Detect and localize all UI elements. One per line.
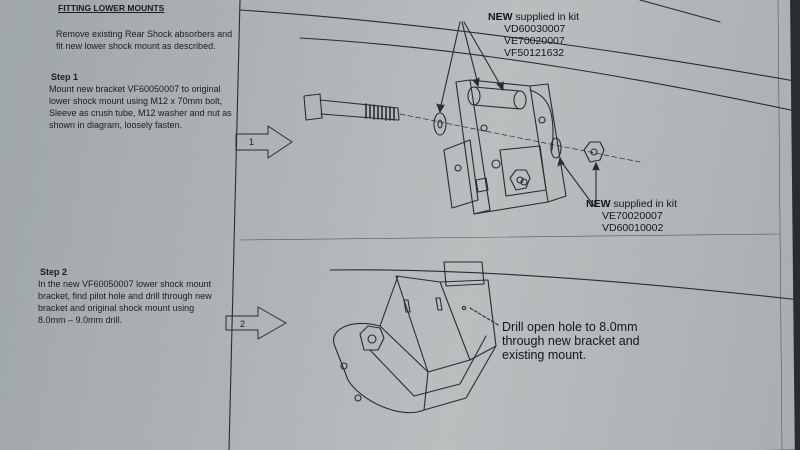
part-number: VF50121632: [504, 47, 565, 59]
bolt-head: [303, 93, 323, 121]
bolt-assembly: [303, 93, 400, 121]
step2-line: bracket, find pilot hole and drill throu…: [38, 291, 212, 301]
drill-note-line: through new bracket and: [502, 334, 640, 348]
bolt-thread: [365, 103, 395, 121]
supplied-label: supplied in kit: [512, 11, 580, 23]
nut: [509, 169, 531, 191]
section-heading: FITTING LOWER MOUNTS: [58, 3, 165, 13]
step2-arrow-label: 2: [240, 319, 246, 329]
step2-line: 8.0mm – 9.0mm drill.: [38, 315, 123, 325]
bolt-shank: [319, 99, 400, 121]
step2-line: bracket and original shock mount using: [38, 303, 195, 313]
supplied-label: supplied in kit: [610, 198, 678, 210]
callout-leader: [559, 159, 595, 207]
callout-arrowhead: [436, 103, 445, 113]
drill-note-line: Drill open hole to 8.0mm: [502, 320, 638, 334]
drill-note-line: existing mount.: [502, 348, 587, 362]
intro-line: Remove existing Rear Shock absorbers and: [56, 29, 233, 39]
step2-text: In the new VF60050007 lower shock mount …: [38, 278, 212, 326]
new-label: NEW: [586, 198, 611, 210]
step2-title: Step 2: [40, 267, 68, 277]
callout-leader: [461, 21, 479, 85]
step1-line: lower shock mount using M12 x 70mm bolt,: [49, 96, 223, 106]
callout-leader: [463, 21, 503, 89]
drill-note: Drill open hole to 8.0mm through new bra…: [502, 320, 640, 362]
callout-arrowhead: [557, 157, 565, 167]
step1-title: Step 1: [51, 72, 79, 82]
page-edge-line: [777, 0, 783, 450]
washer: [433, 112, 447, 136]
callout-top: NEW supplied in kit VD60030007 VE7002000…: [488, 11, 579, 59]
mount-nut: [359, 325, 385, 351]
intro-text: Remove existing Rear Shock absorbers and…: [56, 28, 232, 52]
body-outline-step2: [329, 269, 800, 301]
body-outline-lower: [299, 37, 800, 113]
drill-leader: [469, 307, 501, 327]
part-number: VE70020007: [504, 35, 565, 47]
callout-arrowhead: [592, 162, 600, 171]
callout-arrowhead: [496, 81, 504, 91]
step1-text: Mount new bracket VF60050007 to original…: [49, 83, 232, 131]
corner-line: [639, 0, 721, 23]
part-number: VD60030007: [504, 23, 566, 35]
step1-line: shown in diagram, loosely fasten.: [49, 120, 183, 130]
drill-bracket: [332, 261, 497, 414]
body-outline-upper: [239, 9, 800, 83]
intro-line: fit new lower shock mount as described.: [56, 41, 216, 51]
nut: [583, 141, 605, 163]
callout-arrowhead: [472, 77, 480, 87]
assembly-axis: [399, 113, 641, 163]
column-divider: [228, 0, 241, 450]
part-number: VD60010002: [602, 222, 664, 234]
step1-arrow-label: 1: [249, 137, 255, 147]
part-number: VE70020007: [602, 210, 663, 222]
section-separator: [239, 233, 781, 241]
crush-sleeve: [467, 86, 527, 110]
washer: [550, 137, 562, 159]
washer-hole: [437, 119, 443, 129]
step2-arrow: [225, 306, 287, 340]
callout-bottom: NEW supplied in kit VE70020007 VD6001000…: [586, 198, 677, 234]
step1-arrow: [235, 125, 293, 159]
callout-leader: [439, 21, 461, 111]
step1-line: Mount new bracket VF60050007 to original: [49, 84, 221, 94]
step2-line: In the new VF60050007 lower shock mount: [38, 279, 212, 289]
new-label: NEW: [488, 11, 513, 23]
step1-line: Sleeve as crush tube, M12 washer and nut…: [49, 108, 232, 118]
mount-bracket: [443, 79, 567, 215]
